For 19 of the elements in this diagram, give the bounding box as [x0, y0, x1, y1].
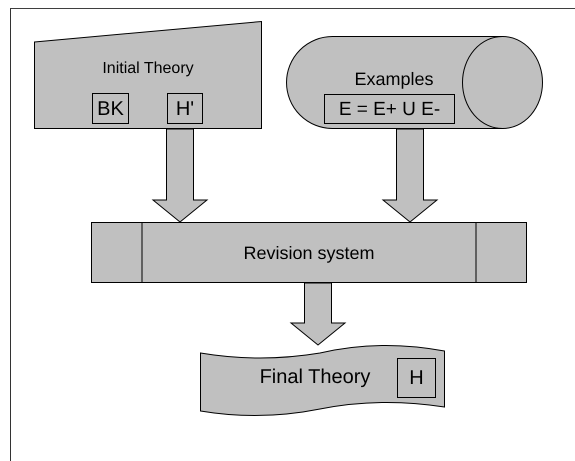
database-cylinder — [286, 36, 543, 129]
label-box — [397, 358, 436, 398]
tape-shape — [200, 345, 445, 417]
node-label: Initial Theory — [102, 60, 194, 77]
label-box — [167, 93, 203, 124]
block-arrow — [152, 128, 208, 223]
block-arrow — [290, 282, 346, 346]
node-label: H' — [176, 98, 194, 118]
label-box — [92, 93, 129, 124]
node-label: BK — [97, 98, 124, 118]
node-label: H — [409, 368, 424, 388]
node-label: Revision system — [243, 244, 375, 262]
manual-input-shape — [34, 21, 262, 129]
label-box — [324, 94, 455, 124]
node-label: Final Theory — [260, 366, 370, 388]
node-label: E = E+ U E- — [338, 100, 440, 118]
node-label: Examples — [354, 69, 434, 89]
block-arrow — [382, 128, 438, 223]
predefined-process-box — [91, 222, 527, 283]
